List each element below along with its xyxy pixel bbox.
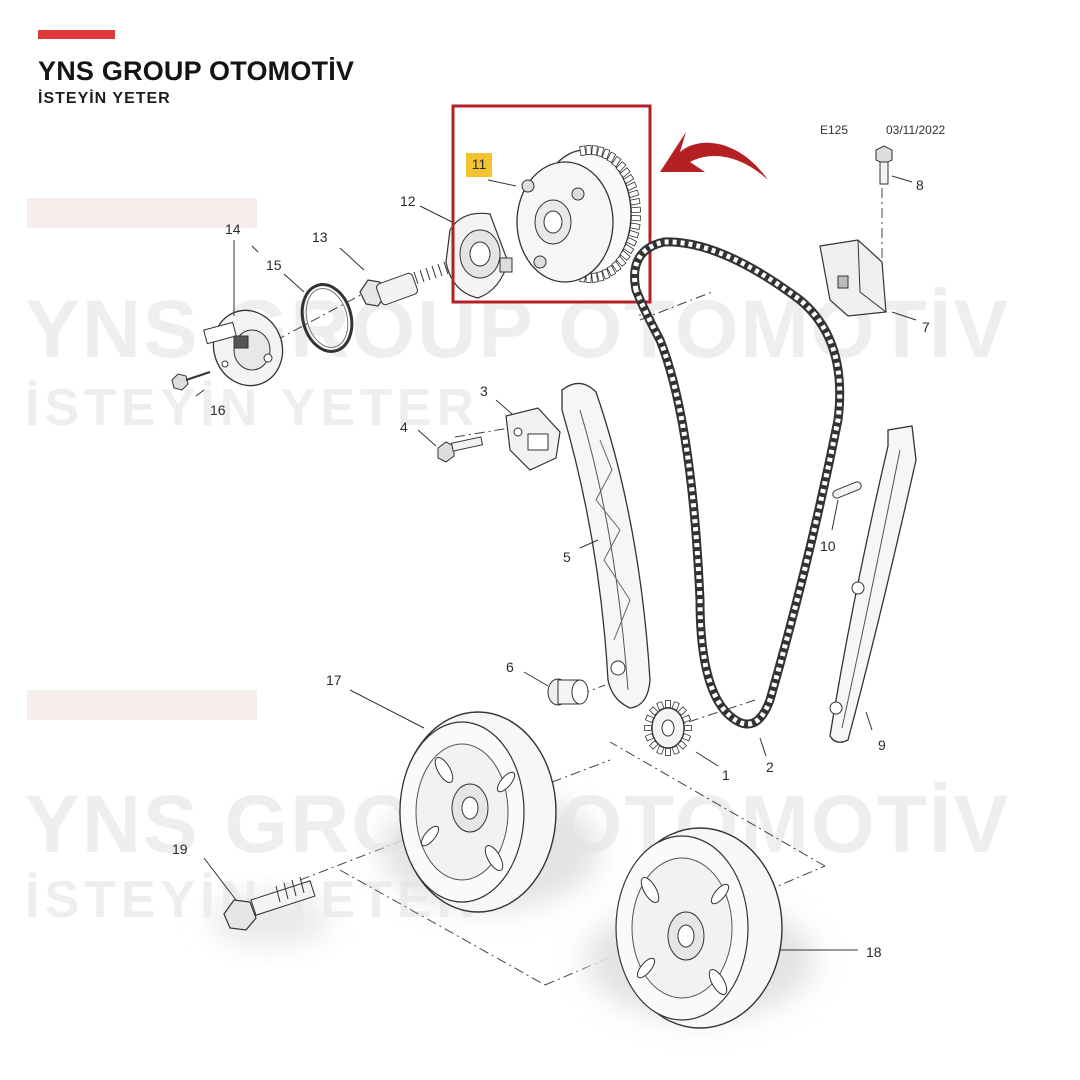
sprocket-tooth — [644, 733, 655, 742]
label-part-3: 3 — [480, 383, 488, 399]
label-part-6: 6 — [506, 659, 514, 675]
diagram-code: E125 — [820, 123, 849, 137]
part-18-pulley — [615, 827, 783, 1029]
highlight-badge — [466, 153, 492, 177]
sprocket-tooth — [615, 255, 627, 267]
sprocket-tooth — [606, 264, 617, 277]
highlight-arrow-icon — [660, 132, 768, 180]
sprocket-tooth — [596, 146, 605, 158]
label-part-14: 14 — [225, 221, 241, 237]
sprocket-tooth — [606, 151, 617, 164]
label-part-4: 4 — [400, 419, 408, 435]
sprocket-tooth — [625, 236, 638, 247]
part-5-tensioner-rail — [561, 382, 651, 709]
sprocket-tooth — [619, 250, 631, 261]
sprocket-tooth — [611, 260, 622, 273]
part-7-guide-block — [819, 239, 887, 317]
watermark-bar-bottom — [27, 690, 257, 720]
part-10-pin — [832, 481, 862, 499]
sprocket-tooth — [677, 706, 687, 716]
part-4-bolt — [437, 436, 484, 463]
part-15-o-ring — [300, 283, 354, 353]
brand-name: YNS GROUP OTOMOTİV — [38, 56, 355, 86]
sprocket-tooth — [615, 161, 627, 173]
label-part-11: 11 — [471, 156, 487, 172]
sprocket-tooth — [596, 270, 605, 282]
part-13-central-bolt — [359, 261, 449, 307]
sprocket-tooth — [677, 740, 687, 750]
label-part-7: 7 — [922, 319, 930, 335]
part-3-tensioner — [505, 407, 561, 471]
label-part-10: 10 — [820, 538, 836, 554]
part-12-sensor-ring — [445, 212, 513, 299]
label-part-17: 17 — [326, 672, 342, 688]
sprocket-tooth — [622, 243, 635, 254]
part-8-bolt — [875, 145, 893, 185]
sprocket-tooth — [630, 214, 641, 222]
sprocket-tooth — [644, 725, 652, 731]
watermark-bar-top — [27, 198, 257, 228]
label-part-16: 16 — [210, 402, 226, 418]
part-2-timing-chain — [630, 237, 845, 729]
sprocket-tooth — [628, 229, 640, 239]
sprocket-tooth — [628, 189, 640, 199]
sprocket-tooth — [619, 167, 631, 178]
part-19-crank-bolt — [223, 876, 316, 931]
sprocket-tooth — [649, 706, 659, 716]
highlight-frame — [451, 104, 652, 304]
label-part-15: 15 — [266, 257, 282, 273]
sprocket-tooth — [601, 268, 611, 280]
label-part-13: 13 — [312, 229, 328, 245]
sprocket-tooth — [585, 145, 592, 156]
assembly-lines — [257, 188, 883, 986]
sprocket-tooth — [630, 206, 641, 214]
sprocket-tooth — [681, 714, 692, 723]
label-part-19: 19 — [172, 841, 188, 857]
diagram-date: 03/11/2022 — [886, 123, 946, 137]
label-part-18: 18 — [866, 944, 882, 960]
part-11-camshaft-adjuster — [516, 145, 641, 283]
part-labels: 1 2 3 4 5 6 7 8 9 10 12 13 14 15 16 17 1… — [172, 177, 930, 960]
sprocket-tooth — [671, 745, 680, 755]
sprocket-tooth — [591, 145, 598, 156]
sprocket-tooth — [611, 155, 622, 168]
sprocket-tooth — [649, 740, 659, 750]
part-1-crank-sprocket — [644, 700, 692, 756]
sprocket-tooth — [591, 272, 598, 283]
sprocket-tooth — [681, 733, 692, 742]
label-part-9: 9 — [878, 737, 886, 753]
label-part-5: 5 — [563, 549, 571, 565]
label-part-12: 12 — [400, 193, 416, 209]
label-part-1: 1 — [722, 767, 730, 783]
label-part-2: 2 — [766, 759, 774, 775]
sprocket-tooth — [629, 222, 641, 230]
part-6-bushing — [547, 678, 589, 706]
sprocket-tooth — [622, 174, 635, 185]
sprocket-tooth — [579, 145, 587, 157]
label-part-8: 8 — [916, 177, 924, 193]
leader-lines — [195, 175, 917, 951]
sprocket-tooth — [671, 701, 680, 711]
sprocket-tooth — [629, 198, 641, 206]
part-14-solenoid-housing — [203, 309, 284, 387]
sprocket-tooth — [665, 748, 671, 756]
brand-accent-bar — [38, 30, 115, 39]
part-16-bolt — [171, 371, 211, 391]
sprocket-tooth — [665, 700, 671, 708]
sprocket-tooth — [656, 701, 665, 711]
sprocket-tooth — [625, 181, 638, 192]
sprocket-tooth — [656, 745, 665, 755]
sprocket-tooth — [644, 714, 655, 723]
sprocket-tooth — [601, 148, 611, 160]
sprocket-tooth — [684, 725, 692, 731]
part-9-guide-rail — [829, 425, 917, 743]
part-17-crank-pulley — [399, 711, 557, 913]
brand-tagline: İSTEYİN YETER — [38, 90, 171, 107]
